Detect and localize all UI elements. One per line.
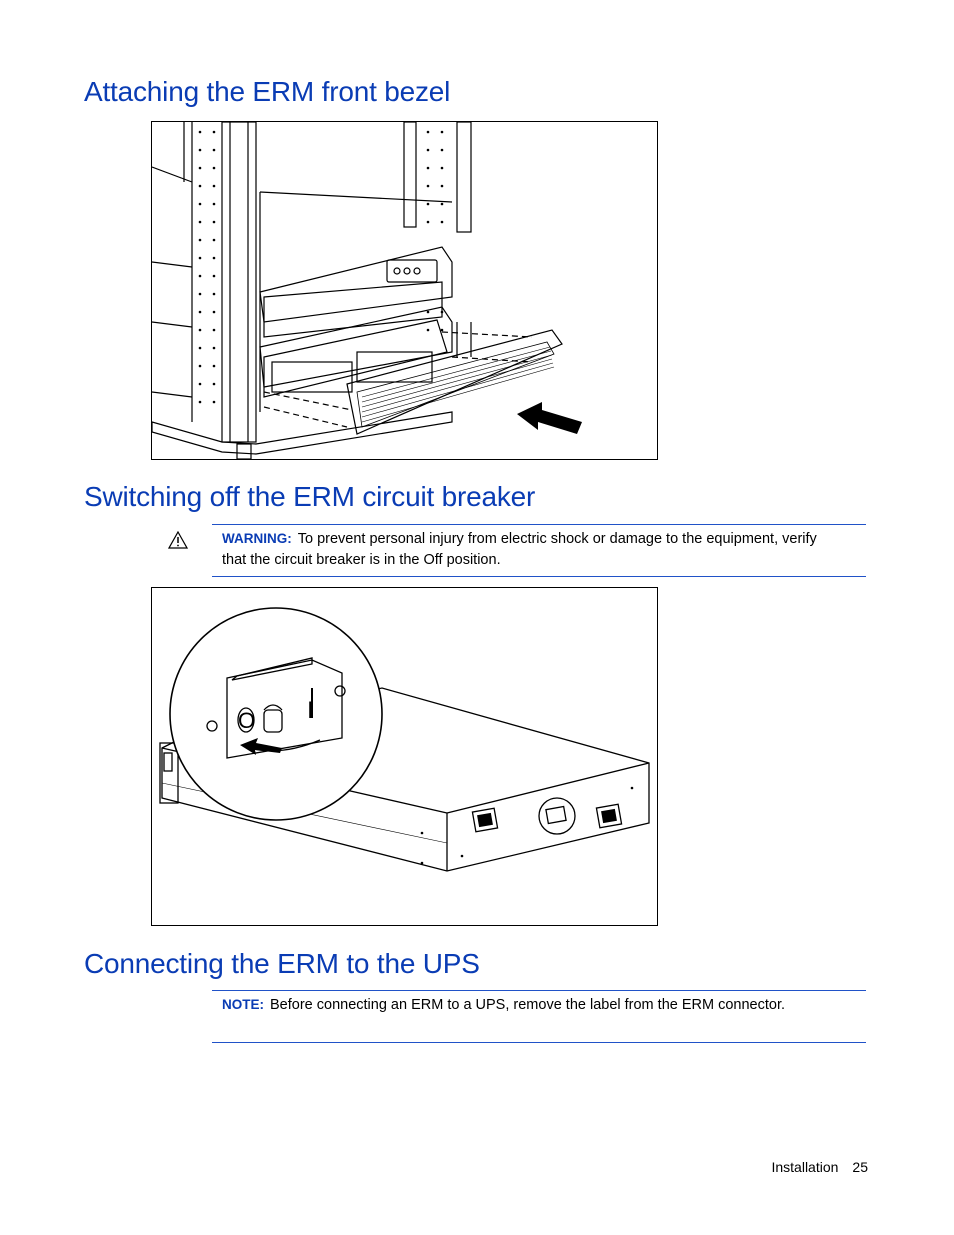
erm-breaker-illustration: O I [159,607,650,872]
insert-arrow-icon [517,402,582,434]
figure-attach-bezel [151,121,658,460]
rotate-arrow-icon [240,738,282,755]
breaker-on-label: I [307,697,314,724]
warning-body: WARNING:To prevent personal injury from … [222,528,826,571]
page-footer: Installation 25 [771,1159,868,1175]
note-label: NOTE: [222,997,264,1012]
rack-bezel-illustration [152,122,582,459]
note-callout: NOTE: Before connecting an ERM to a UPS, … [212,990,866,1043]
footer-section: Installation [771,1159,839,1175]
note-body: NOTE: Before connecting an ERM to a UPS, … [222,994,826,1016]
warning-label: WARNING: [222,531,292,546]
warning-triangle-icon [168,531,188,549]
section-title-switching-off: Switching off the ERM circuit breaker [84,481,536,512]
warning-callout: WARNING:To prevent personal injury from … [212,524,866,577]
zoom-detail-circle: O I [169,607,383,821]
figure-circuit-breaker: O I [151,587,658,926]
breaker-off-label: O [238,708,255,733]
warning-text: To prevent personal injury from electric… [222,531,817,568]
page-number: 25 [852,1159,868,1175]
section-title-attaching-bezel: Attaching the ERM front bezel [84,76,451,107]
section-title-connecting: Connecting the ERM to the UPS [84,948,480,979]
note-text: Before connecting an ERM to a UPS, remov… [270,997,786,1013]
